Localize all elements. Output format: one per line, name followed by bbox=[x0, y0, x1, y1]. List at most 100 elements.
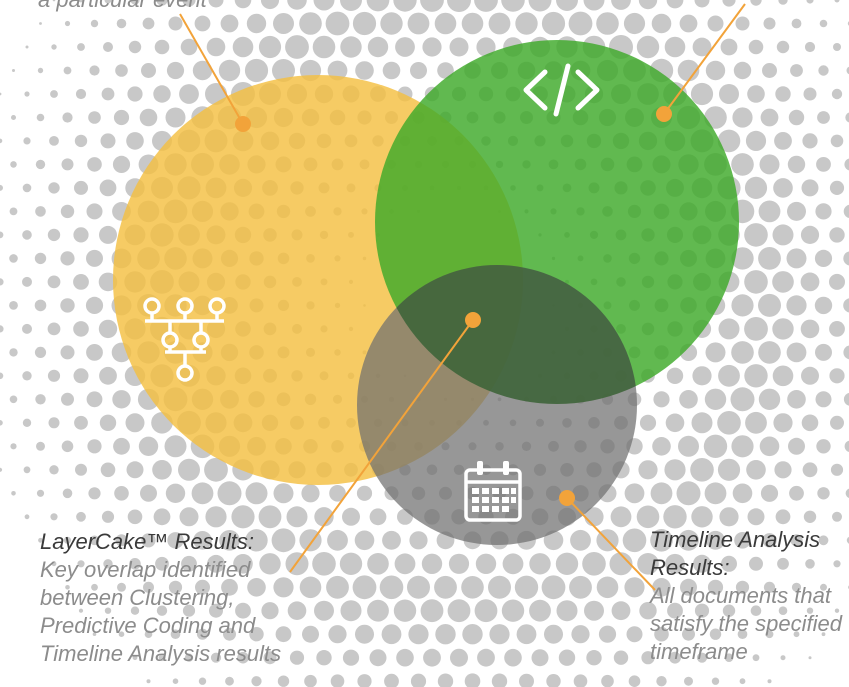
halftone-dot bbox=[639, 414, 657, 431]
clustering-description-fragment: a particular event bbox=[38, 0, 207, 14]
halftone-dot bbox=[152, 460, 172, 480]
halftone-dot bbox=[596, 576, 619, 599]
halftone-dot bbox=[140, 484, 157, 502]
halftone-dot bbox=[287, 0, 307, 10]
halftone-dot bbox=[141, 63, 156, 78]
timeline-marker bbox=[559, 490, 575, 506]
halftone-dot bbox=[791, 18, 802, 29]
halftone-dot bbox=[817, 111, 830, 124]
halftone-dot bbox=[834, 608, 840, 613]
halftone-dot bbox=[774, 132, 792, 150]
halftone-dot bbox=[556, 600, 578, 622]
halftone-dot bbox=[816, 157, 831, 172]
halftone-dot bbox=[0, 278, 4, 286]
halftone-dot bbox=[488, 12, 511, 35]
halftone-dot bbox=[624, 577, 645, 598]
halftone-dot bbox=[237, 651, 249, 664]
halftone-dot bbox=[759, 154, 780, 175]
halftone-dot bbox=[744, 223, 768, 247]
halftone-dot bbox=[24, 91, 30, 97]
halftone-dot bbox=[679, 390, 698, 409]
halftone-dot bbox=[778, 0, 788, 5]
halftone-dot bbox=[113, 437, 130, 455]
halftone-dot bbox=[206, 37, 226, 57]
halftone-dot bbox=[638, 460, 658, 480]
halftone-dot bbox=[36, 489, 45, 497]
halftone-dot bbox=[73, 274, 89, 290]
halftone-dot bbox=[541, 11, 566, 36]
halftone-dot bbox=[516, 624, 537, 645]
halftone-dot bbox=[104, 0, 112, 4]
halftone-dot bbox=[158, 654, 166, 662]
halftone-dot bbox=[217, 481, 242, 506]
halftone-dot bbox=[777, 557, 789, 570]
code-brackets-icon bbox=[523, 63, 600, 117]
halftone-dot bbox=[356, 485, 373, 501]
halftone-dot bbox=[767, 679, 772, 684]
halftone-dot bbox=[168, 580, 183, 594]
halftone-dot bbox=[735, 580, 750, 594]
halftone-dot bbox=[100, 133, 116, 149]
timeline-leader-line bbox=[566, 497, 656, 591]
halftone-dot bbox=[489, 624, 510, 645]
halftone-dot bbox=[626, 626, 643, 643]
halftone-dot bbox=[61, 440, 74, 453]
halftone-dot bbox=[724, 653, 734, 662]
halftone-dot bbox=[669, 651, 681, 664]
halftone-dot bbox=[369, 649, 387, 667]
halftone-dot bbox=[735, 16, 750, 31]
halftone-dot bbox=[819, 19, 828, 28]
halftone-dot bbox=[51, 561, 57, 567]
halftone-dot bbox=[722, 604, 736, 617]
halftone-dot bbox=[277, 675, 290, 687]
halftone-dot bbox=[60, 298, 75, 313]
halftone-dot bbox=[78, 0, 84, 3]
halftone-dot bbox=[609, 552, 633, 576]
timeline-results-title: Timeline Analysis bbox=[650, 527, 821, 552]
halftone-dot bbox=[91, 583, 98, 591]
halftone-dot bbox=[208, 0, 224, 8]
halftone-dot bbox=[410, 673, 427, 687]
halftone-dot bbox=[326, 575, 349, 599]
halftone-dot bbox=[820, 583, 827, 591]
halftone-dot bbox=[101, 510, 115, 523]
halftone-dot bbox=[514, 575, 539, 599]
halftone-dot bbox=[11, 115, 16, 120]
halftone-dot bbox=[833, 43, 841, 51]
layercake-results-label: LayerCake™ Results: Key overlap identifi… bbox=[40, 528, 281, 668]
halftone-dot bbox=[258, 505, 282, 529]
halftone-dot bbox=[449, 37, 469, 57]
halftone-dot bbox=[775, 86, 791, 102]
halftone-dot bbox=[763, 581, 776, 593]
halftone-dot bbox=[519, 673, 534, 687]
halftone-dot bbox=[299, 12, 322, 35]
halftone-dot bbox=[299, 576, 322, 599]
halftone-dot bbox=[744, 270, 768, 294]
halftone-dot bbox=[232, 36, 254, 58]
halftone-dot bbox=[301, 484, 320, 503]
halftone-dot bbox=[814, 249, 833, 267]
halftone-dot bbox=[329, 485, 346, 502]
halftone-dot bbox=[352, 575, 377, 600]
halftone-dot bbox=[76, 511, 86, 522]
halftone-dot bbox=[546, 674, 561, 687]
timeline-results-title: Results: bbox=[650, 555, 730, 580]
halftone-dot bbox=[355, 624, 374, 644]
halftone-dot bbox=[35, 394, 46, 405]
halftone-dot bbox=[705, 60, 726, 81]
halftone-dot bbox=[773, 178, 793, 198]
halftone-dot bbox=[0, 467, 3, 472]
halftone-dot bbox=[85, 296, 104, 314]
halftone-dot bbox=[113, 109, 130, 126]
halftone-dot bbox=[86, 203, 103, 220]
halftone-dot bbox=[167, 532, 184, 549]
halftone-dot bbox=[272, 59, 295, 82]
halftone-dot bbox=[843, 298, 849, 313]
halftone-dot bbox=[582, 552, 606, 576]
halftone-dot bbox=[804, 41, 816, 53]
halftone-dot bbox=[846, 536, 849, 544]
halftone-dot bbox=[101, 87, 115, 101]
halftone-dot bbox=[90, 19, 99, 28]
halftone-dot bbox=[758, 200, 781, 223]
halftone-dot bbox=[47, 275, 61, 289]
